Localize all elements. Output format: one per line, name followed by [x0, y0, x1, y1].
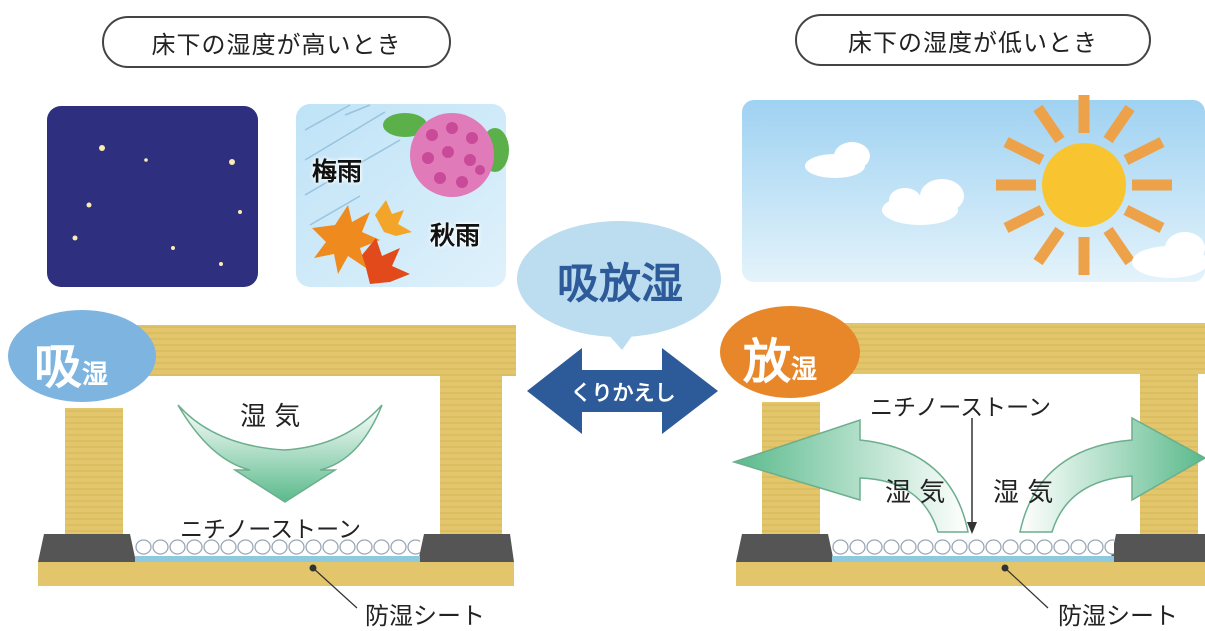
release-badge [720, 306, 860, 398]
stone-layer-left [135, 538, 420, 556]
moisture-right-arrow [1019, 416, 1205, 533]
rain-label-akisame: 秋雨 [430, 221, 481, 250]
material-label-left: ニチノーストーン [180, 517, 362, 543]
night-sky-image [47, 106, 258, 287]
autumn-leaves-icon [312, 200, 412, 284]
sheet-label-right: 防湿シート [1058, 602, 1178, 630]
moisture-label-left: 湿 気 [240, 402, 301, 432]
moisture-sheet-right [832, 556, 1114, 562]
release-badge-label: 放湿 [743, 322, 817, 392]
star-icons [72, 145, 242, 266]
moisture-left-arrow [731, 418, 969, 533]
sun-rays [996, 95, 1172, 275]
absorb-badge-big: 吸 [34, 339, 83, 395]
release-badge-big: 放 [743, 334, 792, 390]
left-header: 床下の湿度が高いとき [102, 16, 451, 68]
moisture-label-right-right: 湿 気 [993, 478, 1054, 508]
absorb-badge [8, 310, 156, 402]
house-frame-left [65, 325, 516, 540]
rain-label-tsuyu: 梅雨 [312, 157, 363, 186]
material-label-right: ニチノーストーン [870, 395, 1052, 421]
double-arrow [527, 348, 718, 434]
absorb-badge-small: 湿 [82, 360, 109, 390]
release-badge-small: 湿 [791, 355, 818, 385]
foundation-left [38, 534, 514, 586]
foundation-right [736, 534, 1205, 586]
sunny-sky-image [742, 95, 1205, 282]
speech-bubble [517, 221, 721, 350]
bubble-text: 吸放湿 [556, 259, 683, 308]
rainy-season-image [296, 104, 509, 287]
sheet-pointer-right [1004, 567, 1049, 609]
cloud-icons [805, 142, 1205, 278]
moisture-label-right-left: 湿 気 [885, 478, 946, 508]
absorb-badge-label: 吸湿 [34, 327, 108, 397]
repeat-label: くりかえし [570, 381, 676, 405]
sheet-label-left: 防湿シート [365, 602, 485, 630]
hydrangea-icon [383, 113, 509, 197]
moisture-down-arrow [177, 404, 383, 503]
right-header: 床下の湿度が低いとき [795, 14, 1151, 66]
stone-layer-right [832, 538, 1114, 556]
sheet-pointer-left [312, 567, 358, 609]
moisture-sheet-left [135, 556, 420, 562]
sun-icon [1042, 143, 1126, 227]
